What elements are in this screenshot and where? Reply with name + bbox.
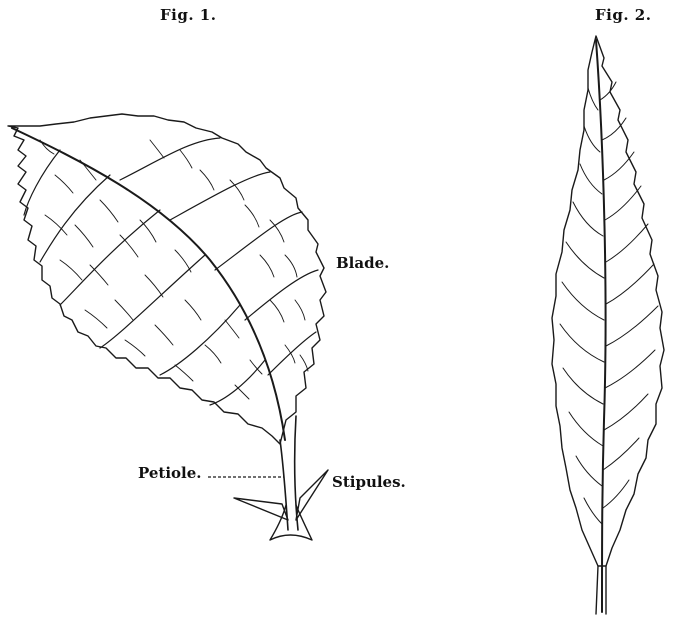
petiole-label: Petiole. <box>138 464 202 482</box>
leaf-1-vein <box>24 150 60 215</box>
leaf-1-vein <box>120 138 220 180</box>
leaf-1-stipule-left <box>234 498 288 520</box>
leaf-1-tertiary-veins <box>40 140 308 399</box>
leaf-1-vein <box>215 212 302 270</box>
leaf-1-vein <box>160 305 240 375</box>
leaf-1-petiole-base <box>270 505 312 540</box>
leaf-2-midrib <box>596 40 606 612</box>
leaf-1-vein <box>210 360 265 405</box>
stipules-label: Stipules. <box>332 473 406 491</box>
leaf-2-stalk <box>596 566 606 614</box>
leaf-2-veins-right <box>600 82 658 508</box>
leaf-1-midrib <box>12 128 285 440</box>
blade-label: Blade. <box>336 254 389 272</box>
leaf-1-stipule-right <box>296 470 328 520</box>
leaf-1-vein <box>170 172 270 220</box>
leaf-1-vein <box>60 210 160 305</box>
figure-2-leaf <box>552 36 664 614</box>
leaf-1-vein <box>245 270 318 320</box>
leaf-2-blade-outline <box>552 36 664 566</box>
leaf-2-veins-left <box>560 88 604 524</box>
leaf-1-blade-outline <box>8 114 326 444</box>
